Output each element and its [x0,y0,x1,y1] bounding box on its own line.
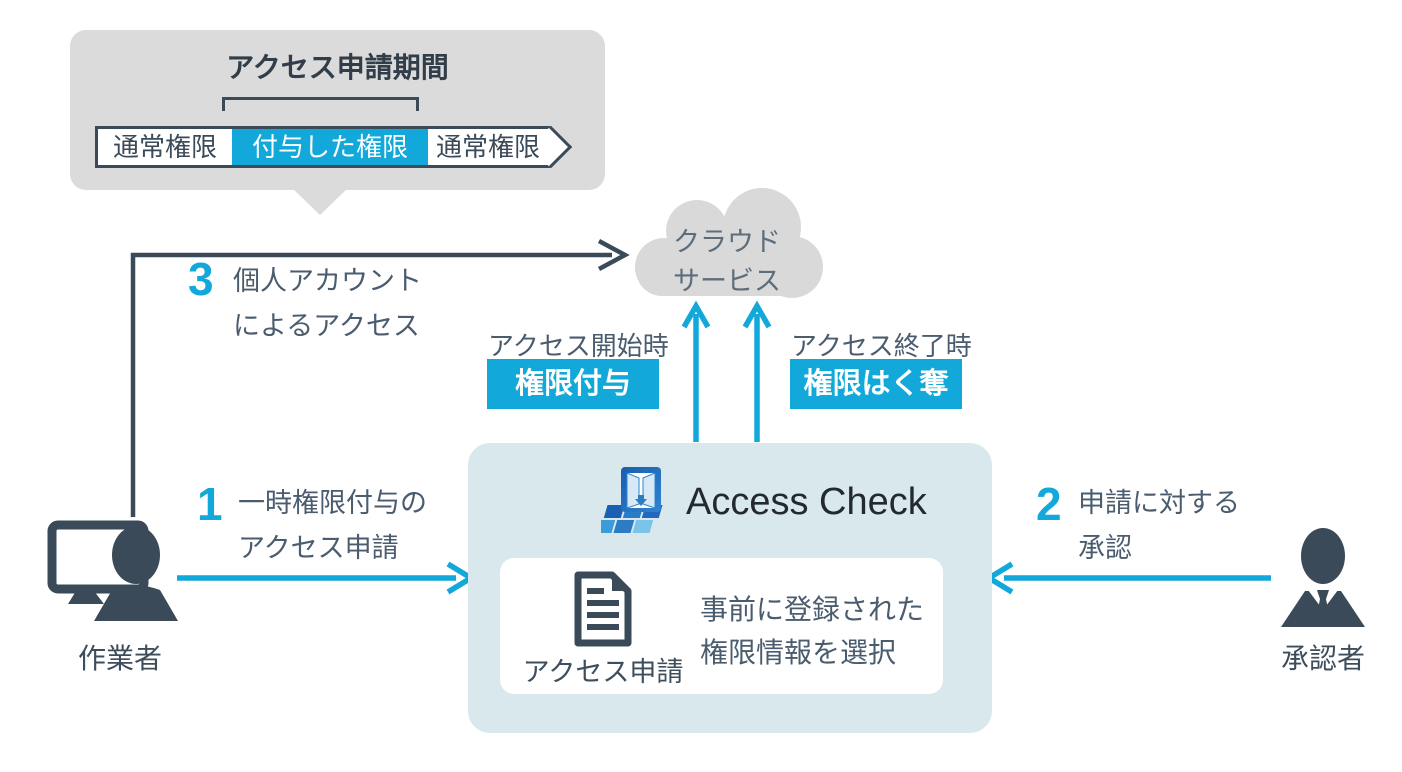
access-check-brand: Access Check [686,481,927,523]
step1-arrow [177,561,477,595]
request-card [500,558,943,694]
grant-badge: 権限付与 [487,359,659,409]
cloud-service-label: クラウド サービス [622,223,832,301]
cloud-icon [635,188,823,298]
revoke-up-arrow [742,300,772,442]
worker-label: 作業者 [77,643,162,674]
step2-number: 2 [1036,478,1062,530]
document-icon [574,571,632,647]
timeline-segment-granted: 付与した権限 [232,129,428,165]
request-icon-label: アクセス申請 [522,657,684,687]
access-period-title: アクセス申請期間 [226,52,449,83]
timeline-segment-normal-1: 通常権限 [112,132,217,162]
step2-text-line2: 承認 [1078,533,1132,563]
period-bracket [222,97,419,111]
request-desc-line1: 事前に登録された [700,594,925,625]
grant-caption: アクセス開始時 [488,331,669,361]
request-desc-line2: 権限情報を選択 [700,637,897,668]
approver-icon [1281,528,1365,627]
permission-timeline: 通常権限 付与した権限 通常権限 [95,125,573,169]
revoke-badge: 権限はく奪 [790,359,962,409]
cloud-label-line2: サービス [673,266,781,296]
approver-label: 承認者 [1280,643,1365,674]
cloud-label-line1: クラウド [673,227,781,257]
step3-text-line2: によるアクセス [233,311,420,341]
step3-path-arrow [130,239,630,517]
access-check-logo-icon [601,467,663,533]
step1-text-line2: アクセス申請 [238,533,399,563]
step1-text-line1: 一時権限付与の [238,488,427,518]
step2-arrow [983,561,1271,595]
callout-pointer [292,188,348,215]
timeline-segment-normal-2: 通常権限 [435,132,540,162]
step1-number: 1 [197,478,223,530]
step3-number: 3 [188,253,214,305]
revoke-caption: アクセス終了時 [791,331,972,361]
grant-up-arrow [681,300,711,442]
step3-text-line1: 個人アカウント [233,266,422,296]
worker-icon [47,520,178,621]
step2-text-line1: 申請に対する [1078,488,1240,518]
